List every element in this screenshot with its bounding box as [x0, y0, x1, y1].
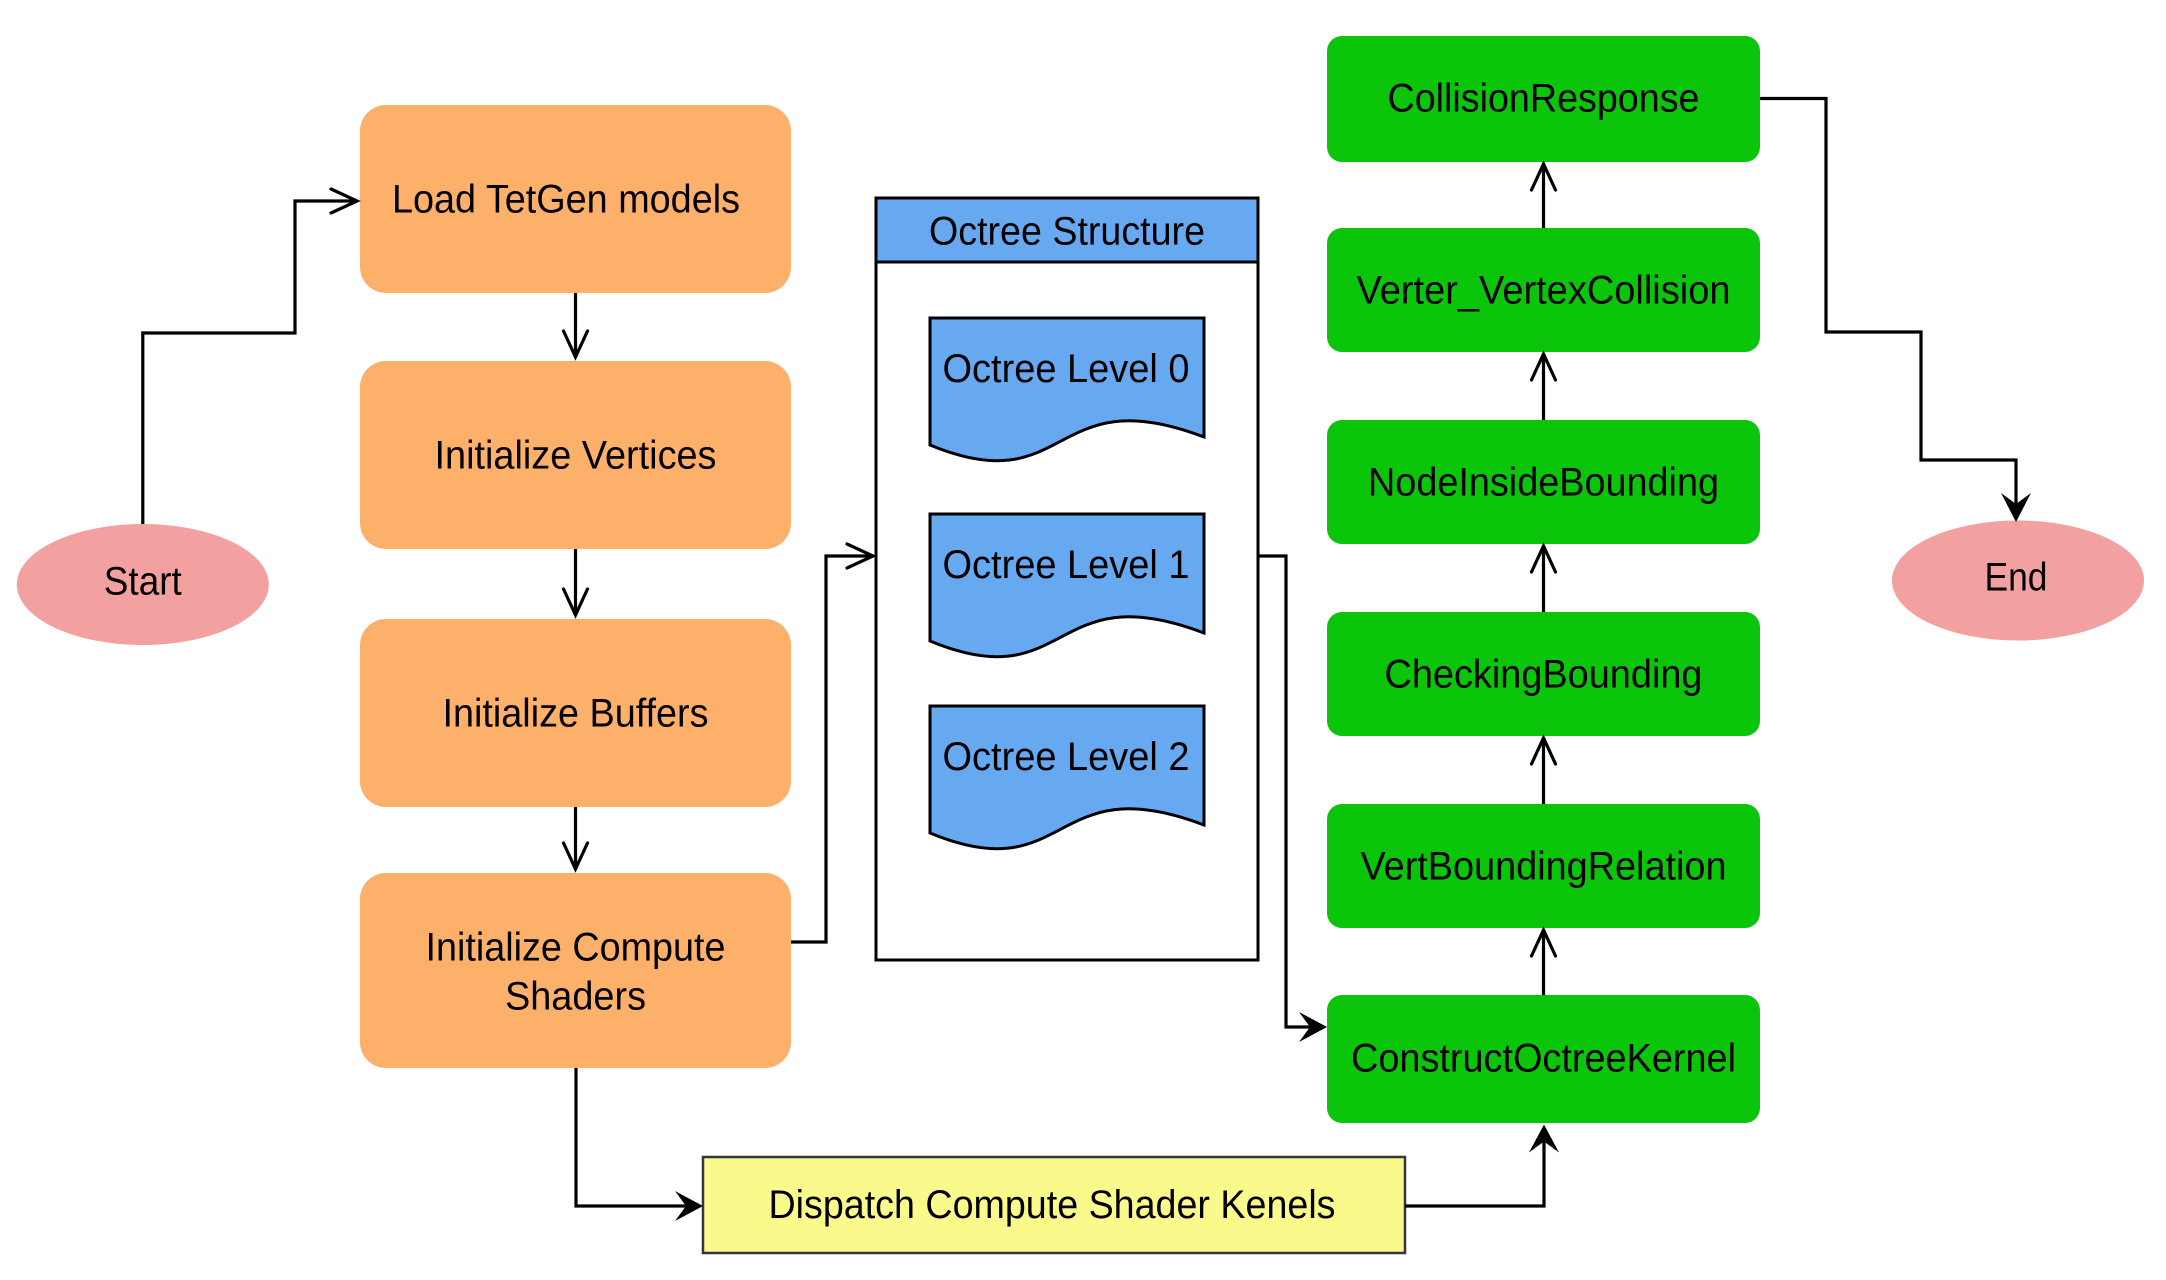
svg-text:VertBoundingRelation: VertBoundingRelation: [1361, 845, 1727, 889]
svg-text:End: End: [1985, 556, 2048, 600]
svg-text:Start: Start: [104, 560, 182, 604]
svg-text:Shaders: Shaders: [505, 975, 646, 1019]
svg-text:Octree Level 0: Octree Level 0: [943, 347, 1190, 391]
svg-text:Octree Structure: Octree Structure: [929, 210, 1205, 254]
svg-text:Octree Level 1: Octree Level 1: [943, 543, 1190, 587]
svg-text:Verter_VertexCollision: Verter_VertexCollision: [1357, 269, 1731, 313]
svg-text:Initialize Compute: Initialize Compute: [426, 926, 726, 970]
svg-text:CollisionResponse: CollisionResponse: [1388, 77, 1700, 121]
svg-text:CheckingBounding: CheckingBounding: [1385, 653, 1703, 697]
svg-text:Dispatch Compute Shader Kenels: Dispatch Compute Shader Kenels: [769, 1183, 1336, 1227]
svg-text:Initialize Buffers: Initialize Buffers: [443, 692, 709, 736]
svg-text:Octree Level 2: Octree Level 2: [943, 735, 1190, 779]
svg-text:Initialize Vertices: Initialize Vertices: [435, 434, 717, 478]
svg-text:Load TetGen models: Load TetGen models: [392, 178, 740, 222]
svg-text:ConstructOctreeKernel: ConstructOctreeKernel: [1351, 1037, 1736, 1081]
svg-text:NodeInsideBounding: NodeInsideBounding: [1368, 461, 1719, 505]
